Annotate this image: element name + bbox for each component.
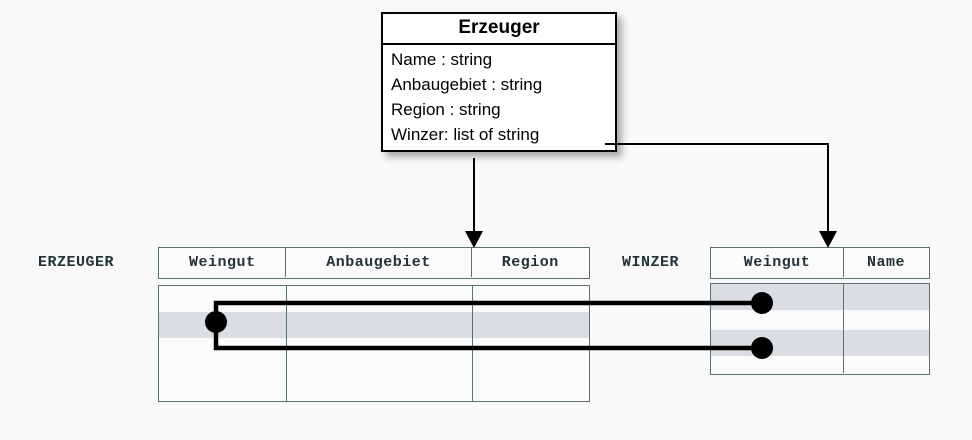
relation-body-erzeuger	[158, 285, 590, 402]
relation-label-winzer: WINZER	[622, 254, 680, 271]
table-cell	[711, 310, 844, 330]
table-row	[711, 330, 929, 356]
table-cell	[844, 356, 928, 373]
uml-attribute-list: Name : string Anbaugebiet : string Regio…	[383, 45, 615, 150]
table-row	[711, 284, 929, 310]
relation-body-winzer	[710, 283, 930, 375]
column-header-anbaugebiet: Anbaugebiet	[286, 248, 472, 277]
relation-header-erzeuger: Weingut Anbaugebiet Region	[158, 247, 590, 279]
table-cell	[159, 338, 287, 370]
table-cell	[473, 338, 588, 370]
table-cell	[159, 286, 287, 312]
uml-class-box-erzeuger: Erzeuger Name : string Anbaugebiet : str…	[381, 12, 617, 152]
table-row	[711, 310, 929, 330]
table-cell	[287, 370, 473, 401]
table-cell	[711, 356, 844, 373]
table-cell	[844, 310, 928, 330]
column-header-weingut: Weingut	[711, 248, 844, 277]
uml-attribute: Anbaugebiet : string	[391, 75, 543, 94]
uml-attribute: Name : string	[391, 50, 493, 69]
table-cell	[473, 286, 588, 312]
table-cell	[711, 284, 844, 310]
uml-class-name: Erzeuger	[383, 14, 615, 45]
relation-header-winzer: Weingut Name	[710, 247, 930, 279]
table-row	[711, 356, 929, 373]
table-cell	[844, 284, 928, 310]
relation-label-erzeuger: ERZEUGER	[38, 254, 115, 271]
table-cell	[473, 312, 588, 338]
table-row	[159, 312, 589, 338]
table-row	[159, 370, 589, 401]
table-cell	[473, 370, 588, 401]
table-row	[159, 286, 589, 312]
table-row	[159, 338, 589, 370]
uml-attribute: Region : string	[391, 100, 501, 119]
uml-attribute: Winzer: list of string	[391, 125, 540, 144]
table-cell	[711, 330, 844, 356]
table-cell	[159, 370, 287, 401]
table-cell	[844, 330, 928, 356]
column-header-weingut: Weingut	[159, 248, 287, 277]
table-cell	[287, 286, 473, 312]
table-cell	[287, 338, 473, 370]
mapping-arrow-winzer	[605, 143, 837, 248]
column-header-region: Region	[501, 254, 559, 271]
table-cell	[159, 312, 287, 338]
column-header-name: Name	[866, 254, 905, 271]
table-cell	[287, 312, 473, 338]
